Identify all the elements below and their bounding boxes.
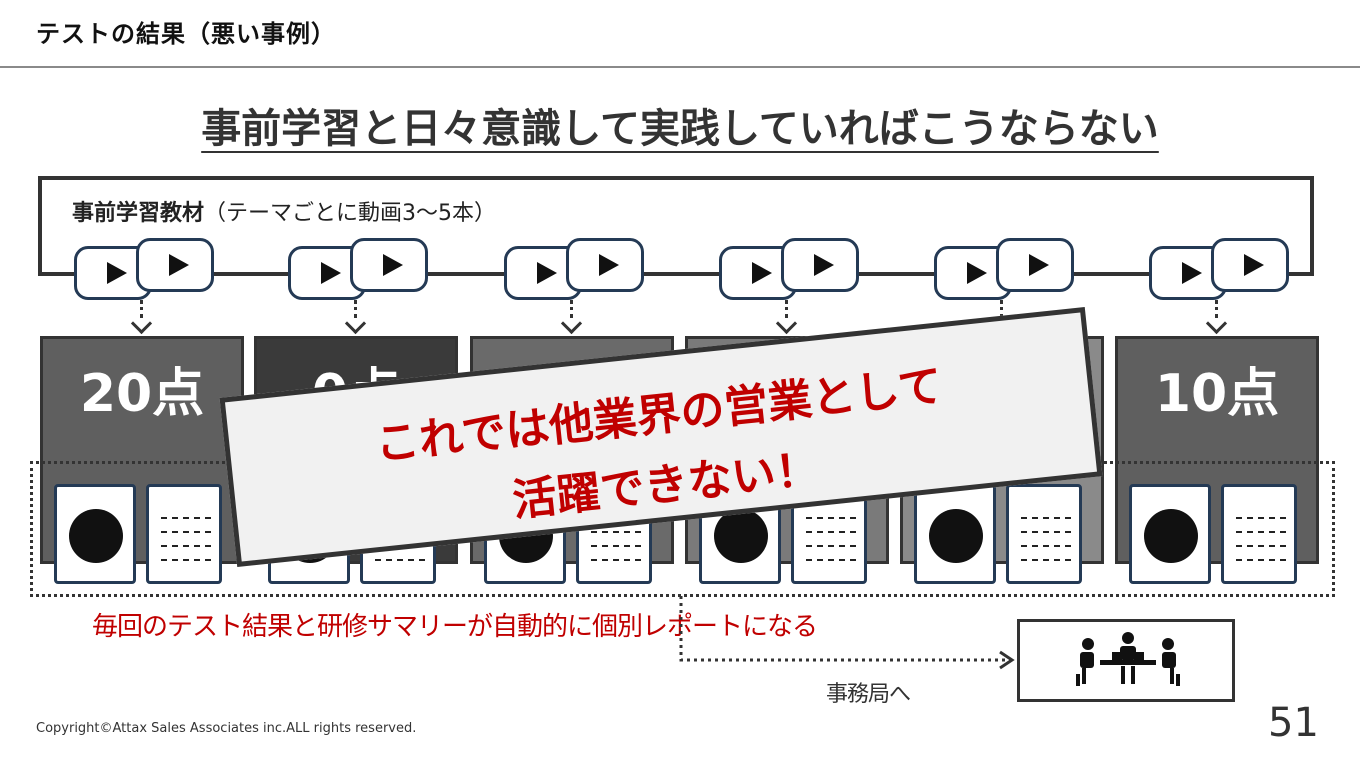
video-thumbnail[interactable] [566, 238, 644, 292]
meeting-people-icon [1076, 632, 1180, 686]
pie-chart-icon [1144, 509, 1198, 563]
text-line [1236, 545, 1286, 547]
pie-chart-icon [69, 509, 123, 563]
text-line [806, 531, 856, 533]
text-line [1021, 545, 1071, 547]
video-thumbnail[interactable] [1211, 238, 1289, 292]
down-arrow-icon [785, 300, 788, 318]
down-arrow-icon [1000, 300, 1003, 318]
office-box [1017, 619, 1235, 702]
chevron-down-icon [1205, 312, 1228, 335]
flow-arrow [679, 596, 1015, 670]
chevron-down-icon [560, 312, 583, 335]
copyright-text: Copyright©Attax Sales Associates inc.ALL… [36, 721, 417, 736]
chart-document-icon [914, 484, 996, 584]
text-line [1236, 517, 1286, 519]
text-line [161, 517, 211, 519]
play-icon [752, 262, 772, 284]
play-icon [1182, 262, 1202, 284]
text-document-icon [146, 484, 222, 584]
down-arrow-icon [1215, 300, 1218, 318]
play-icon [537, 262, 557, 284]
video-thumbnail[interactable] [996, 238, 1074, 292]
video-thumbnail[interactable] [136, 238, 214, 292]
office-label: 事務局へ [826, 682, 911, 707]
down-arrow-icon [140, 300, 143, 318]
text-line [161, 559, 211, 561]
pie-chart-icon [929, 509, 983, 563]
text-line [1021, 559, 1071, 561]
play-icon [967, 262, 987, 284]
report-caption: 毎回のテスト結果と研修サマリーが自動的に個別レポートになる [92, 612, 818, 642]
chart-document-icon [54, 484, 136, 584]
text-line [591, 531, 641, 533]
video-thumbnail[interactable] [781, 238, 859, 292]
slide-title: 事前学習と日々意識して実践していればこうならない [0, 96, 1360, 154]
chevron-down-icon [344, 312, 367, 335]
play-icon [1244, 254, 1264, 276]
text-line [806, 559, 856, 561]
header-divider [0, 66, 1360, 68]
materials-label-bold: 事前学習教材 [72, 201, 205, 226]
score-value: 20点 [79, 364, 205, 424]
page-header-title: テストの結果（悪い事例） [36, 20, 336, 48]
play-icon [169, 254, 189, 276]
materials-label: 事前学習教材（テーマごとに動画3〜5本） [72, 195, 496, 227]
text-document-icon [1006, 484, 1082, 584]
play-icon [321, 262, 341, 284]
materials-label-rest: （テーマごとに動画3〜5本） [204, 201, 497, 226]
text-line [591, 545, 641, 547]
chevron-down-icon [775, 312, 798, 335]
pie-chart-icon [714, 509, 768, 563]
text-line [1021, 531, 1071, 533]
score-value: 10点 [1154, 364, 1280, 424]
video-thumbnail[interactable] [350, 238, 428, 292]
text-document-icon [1221, 484, 1297, 584]
down-arrow-icon [570, 300, 573, 318]
page-number: 51 [1268, 700, 1319, 746]
slide-title-text: 事前学習と日々意識して実践していればこうならない [201, 106, 1159, 152]
materials-frame [38, 176, 1314, 276]
play-icon [1029, 254, 1049, 276]
chart-document-icon [1129, 484, 1211, 584]
text-line [1021, 517, 1071, 519]
down-arrow-icon [354, 300, 357, 318]
text-line [806, 517, 856, 519]
text-line [591, 559, 641, 561]
play-icon [814, 254, 834, 276]
play-icon [107, 262, 127, 284]
play-icon [599, 254, 619, 276]
text-line [161, 545, 211, 547]
play-icon [383, 254, 403, 276]
text-line [1236, 531, 1286, 533]
text-line [1236, 559, 1286, 561]
text-line [161, 531, 211, 533]
text-line [806, 545, 856, 547]
chevron-down-icon [130, 312, 153, 335]
text-line [375, 559, 425, 561]
